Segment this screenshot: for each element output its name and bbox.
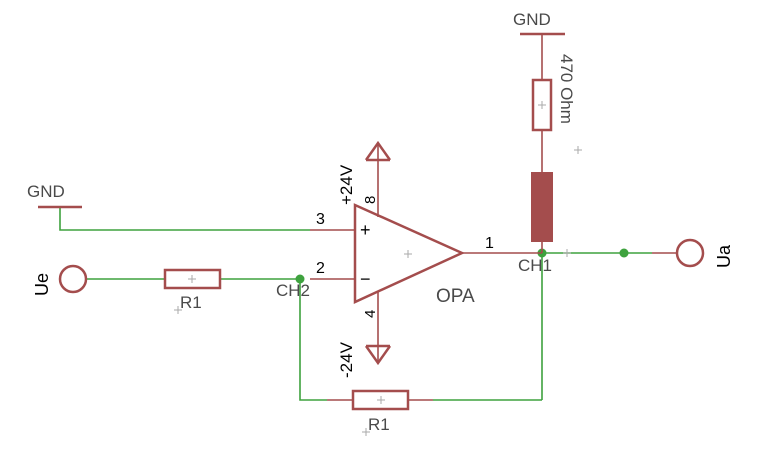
junction-output-dot [619,248,629,258]
small-cross-mark-r1-feedback [362,428,370,436]
gnd-symbol-top [520,32,565,55]
resistor-input-label: R1 [180,293,202,312]
gnd-top-label: GND [513,10,551,29]
resistor-470-ohm [531,55,553,172]
pin-1-label: 1 [485,235,494,252]
junction-ch1-label: CH1 [518,256,552,275]
small-cross-mark [574,146,582,154]
wires [59,207,652,401]
pin-2-label: 2 [316,260,325,277]
input-port-ue [58,264,88,294]
opamp-plus-sign: + [360,220,371,240]
junction-ch2-label: CH2 [276,281,310,300]
resistor-feedback [327,389,433,411]
junction-ch2-dot [295,274,305,284]
small-cross-mark-ch1 [563,249,571,257]
small-cross-mark-r1-input [174,306,182,314]
resistor-input [163,268,222,290]
pin-3-label: 3 [316,211,325,228]
pin-8-label: 8 [362,196,379,204]
opamp-minus-sign: − [360,269,371,289]
resistor-feedback-label: R1 [368,415,390,434]
filled-component-block [531,172,553,242]
supply-neg-label: -24V [337,341,356,378]
supply-pos-label: +24V [337,164,356,205]
gnd-left-label: GND [27,182,65,201]
wire-gnd-to-noninverting [59,207,310,231]
output-port-ua [652,238,705,268]
opamp-symbol [310,203,542,304]
opamp-name-label: OPA [436,286,475,307]
input-port-label: Ue [32,273,52,296]
pin-4-label: 4 [362,310,379,318]
wire-feedback-left [299,279,327,401]
output-port-label: Ua [714,244,734,268]
supply-pos-arrow [364,140,392,217]
supply-neg-arrow [364,291,392,366]
resistor-470-value-label: 470 Ohm [557,54,576,124]
